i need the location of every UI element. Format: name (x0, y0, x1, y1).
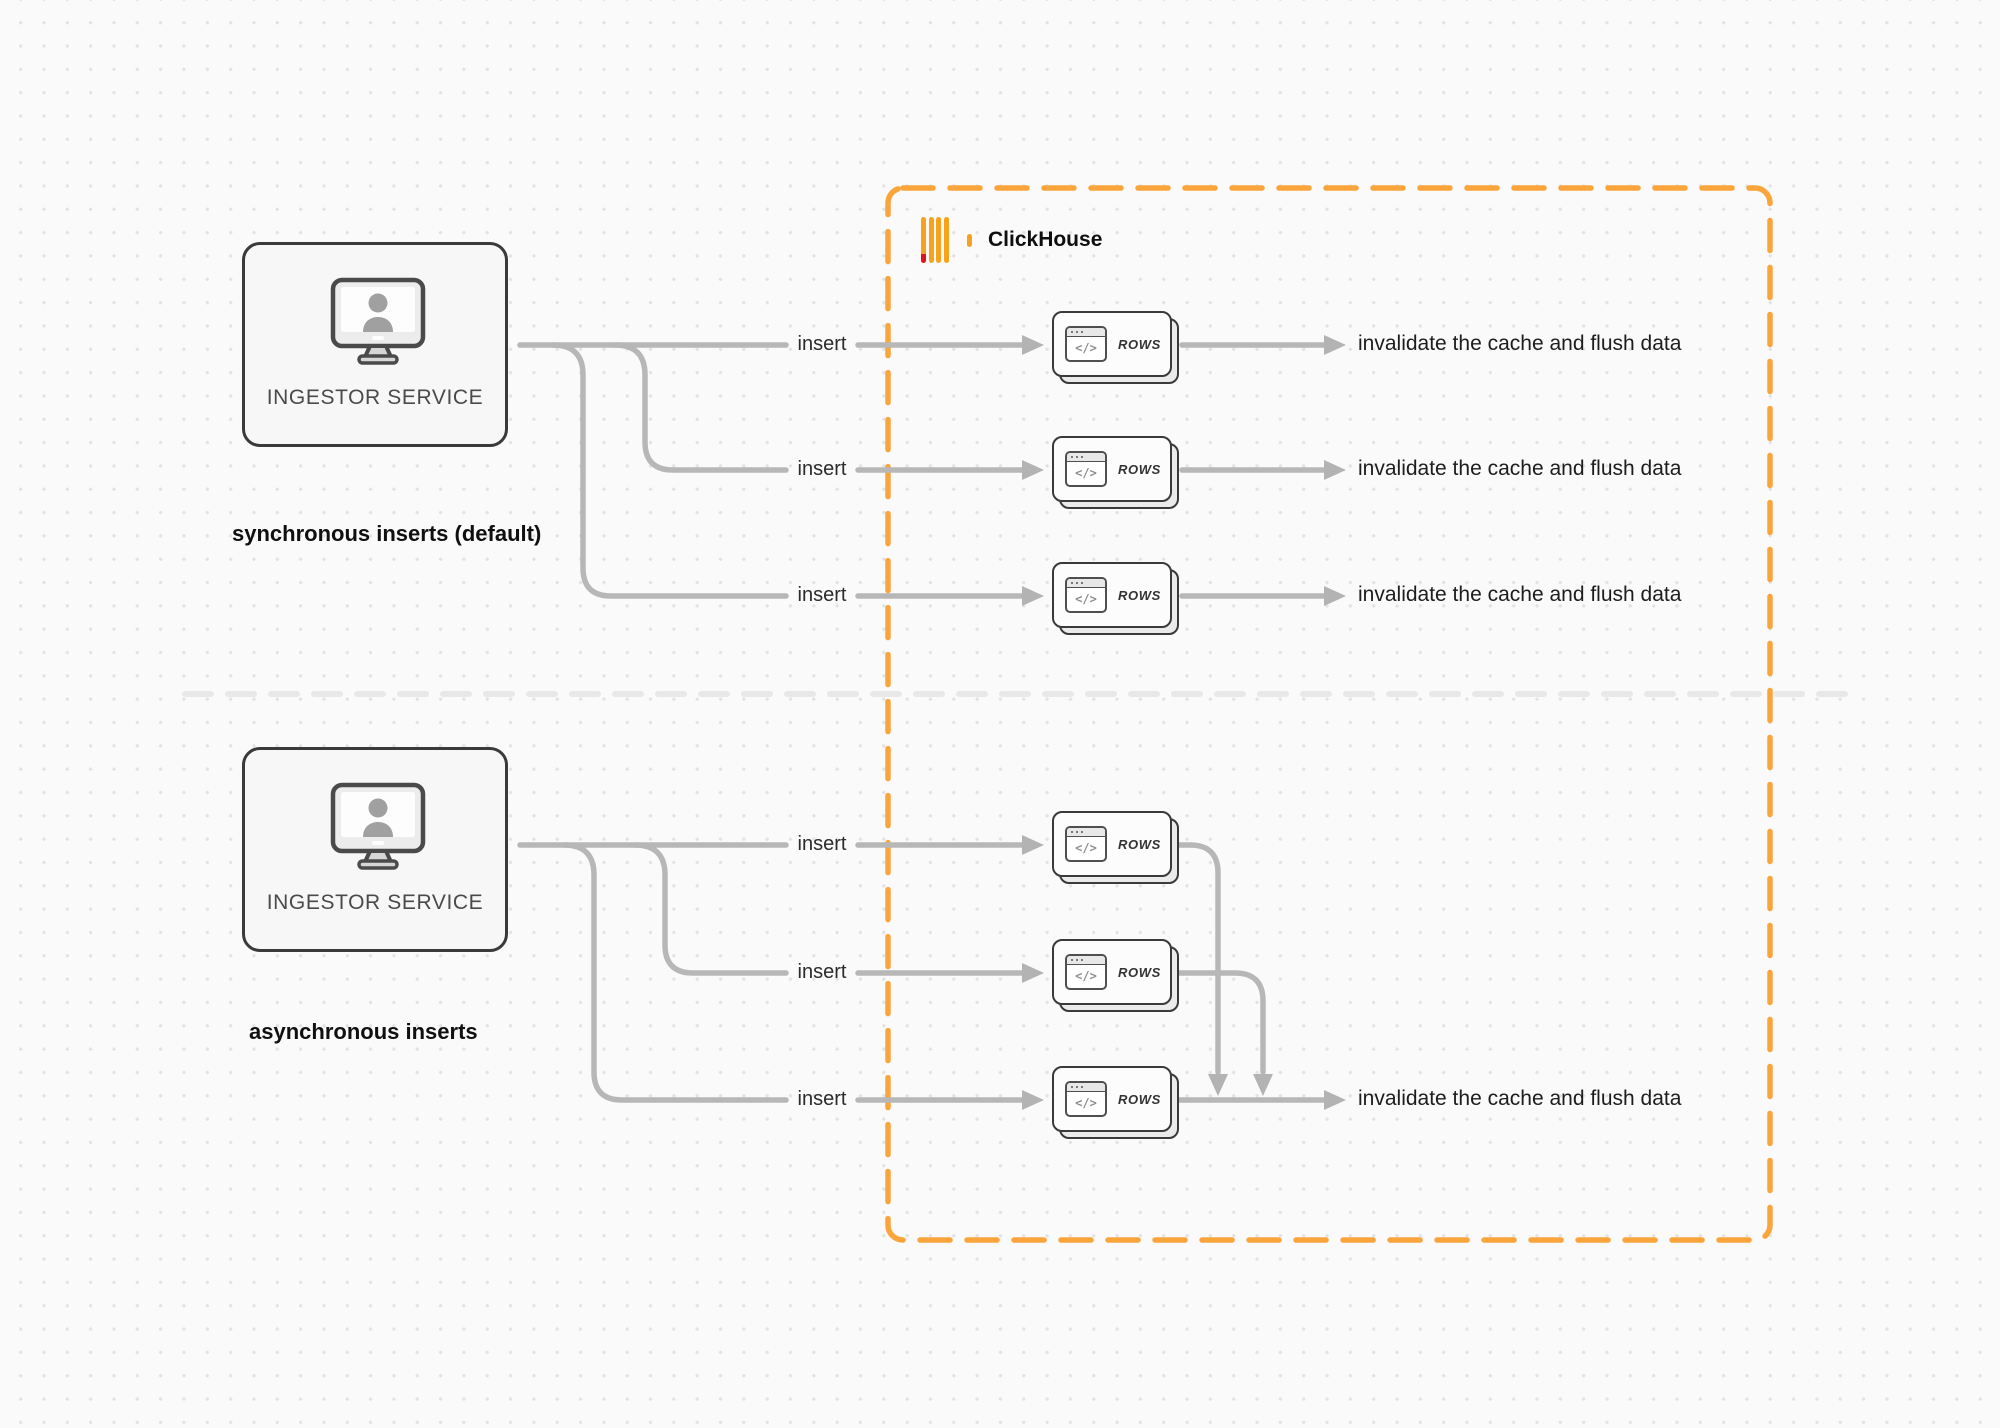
insert-label: insert (797, 1088, 847, 1110)
clickhouse-logo-bar (936, 217, 941, 263)
rows-card: </> ROWS (1052, 939, 1181, 1014)
rows-card-front: </> ROWS (1052, 311, 1172, 377)
monitor-user-icon (330, 277, 426, 365)
rows-label: ROWS (1118, 587, 1161, 603)
window-code-icon: </> (1065, 954, 1107, 990)
insert-label: insert (797, 458, 847, 480)
window-titlebar (1067, 1083, 1105, 1092)
arrowheads (1022, 335, 1346, 1110)
ingestor-service-box-sync: INGESTOR SERVICE (242, 242, 508, 447)
rows-label: ROWS (1118, 461, 1161, 477)
rows-label: ROWS (1118, 336, 1161, 352)
invalidate-label: invalidate the cache and flush data (1358, 583, 1682, 606)
rows-card-front: </> ROWS (1052, 811, 1172, 877)
insert-label: insert (797, 584, 847, 606)
sync-caption: synchronous inserts (default) (232, 521, 542, 546)
ingestor-service-box-async: INGESTOR SERVICE (242, 747, 508, 952)
clickhouse-logo-bar (929, 217, 934, 263)
window-titlebar (1067, 328, 1105, 337)
code-glyph: </> (1075, 1096, 1097, 1110)
insert-label: insert (797, 333, 847, 355)
insert-label: insert (797, 833, 847, 855)
clickhouse-logo-nub (967, 234, 972, 247)
window-code-icon: </> (1065, 826, 1107, 862)
connector-lines (517, 342, 1327, 1103)
insert-label: insert (797, 961, 847, 983)
invalidate-label: invalidate the cache and flush data (1358, 1087, 1682, 1110)
window-titlebar (1067, 956, 1105, 965)
rows-card: </> ROWS (1052, 1066, 1181, 1141)
rows-card-front: </> ROWS (1052, 1066, 1172, 1132)
code-glyph: </> (1075, 341, 1097, 355)
window-code-icon: </> (1065, 1081, 1107, 1117)
rows-card: </> ROWS (1052, 562, 1181, 637)
code-glyph: </> (1075, 592, 1097, 606)
clickhouse-logo-red-accent (921, 254, 926, 263)
window-code-icon: </> (1065, 326, 1107, 362)
rows-card-front: </> ROWS (1052, 436, 1172, 502)
rows-card: </> ROWS (1052, 436, 1181, 511)
invalidate-label: invalidate the cache and flush data (1358, 332, 1682, 355)
ingestor-service-label: INGESTOR SERVICE (266, 386, 484, 409)
rows-card-front: </> ROWS (1052, 562, 1172, 628)
rows-card-front: </> ROWS (1052, 939, 1172, 1005)
clickhouse-logo-bar (921, 217, 926, 263)
window-titlebar (1067, 828, 1105, 837)
monitor-user-icon (330, 782, 426, 870)
code-glyph: </> (1075, 841, 1097, 855)
clickhouse-wordmark: ClickHouse (988, 228, 1103, 251)
code-glyph: </> (1075, 969, 1097, 983)
clickhouse-logo-icon (921, 217, 977, 263)
ingestor-service-label: INGESTOR SERVICE (266, 891, 484, 914)
clickhouse-logo-bar (944, 217, 949, 263)
window-titlebar (1067, 579, 1105, 588)
window-code-icon: </> (1065, 451, 1107, 487)
rows-label: ROWS (1118, 964, 1161, 980)
rows-card: </> ROWS (1052, 311, 1181, 386)
invalidate-label: invalidate the cache and flush data (1358, 457, 1682, 480)
rows-card: </> ROWS (1052, 811, 1181, 886)
code-glyph: </> (1075, 466, 1097, 480)
rows-label: ROWS (1118, 836, 1161, 852)
window-titlebar (1067, 453, 1105, 462)
clickhouse-boundary (885, 185, 1773, 1243)
rows-label: ROWS (1118, 1091, 1161, 1107)
window-code-icon: </> (1065, 577, 1107, 613)
async-caption: asynchronous inserts (249, 1019, 478, 1044)
